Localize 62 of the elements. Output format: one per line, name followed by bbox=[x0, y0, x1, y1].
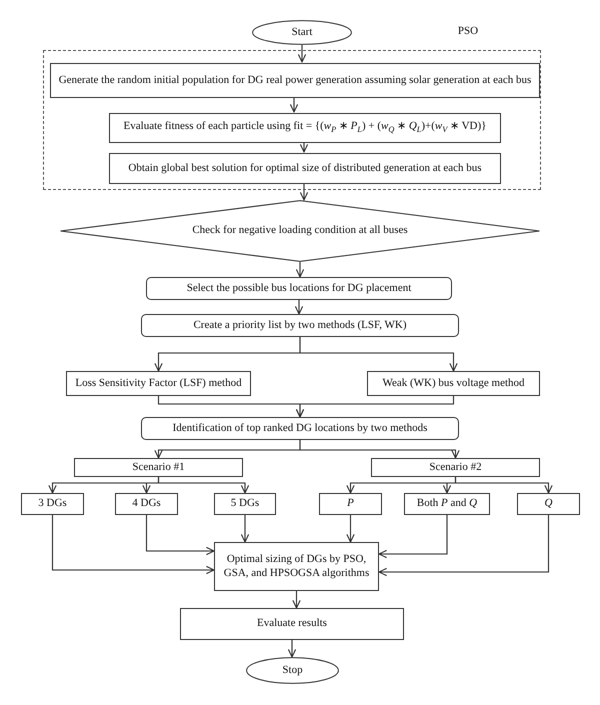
process-box bbox=[141, 417, 459, 440]
node-label: Scenario #1 bbox=[131, 460, 186, 474]
process-box bbox=[371, 458, 540, 477]
process-box bbox=[109, 153, 501, 184]
arrow bbox=[454, 477, 553, 494]
node-label: Evaluate fitness of each particle using fit = {(w$_{P}$ ∗ P$_{L}$) + (w$_{Q}$ ∗ Q$_{L}$)+(w$_{V}$ ∗ VD)} bbox=[122, 120, 488, 136]
arrow bbox=[290, 97, 298, 113]
group-heading: PSO bbox=[456, 25, 480, 39]
process-box bbox=[146, 277, 452, 300]
process-box bbox=[404, 493, 490, 515]
arrow bbox=[300, 142, 308, 153]
arrow bbox=[346, 515, 355, 543]
node-label: 3 DGs bbox=[37, 497, 68, 511]
decision-diamond bbox=[60, 200, 540, 262]
arrow bbox=[296, 396, 454, 418]
process-box bbox=[50, 63, 540, 98]
process-box bbox=[180, 608, 404, 640]
arrow bbox=[288, 640, 296, 658]
arrow bbox=[296, 262, 304, 278]
node-label: Scenario #2 bbox=[428, 460, 483, 474]
process-box bbox=[214, 493, 276, 515]
node-label: Weak (WK) bus voltage method bbox=[381, 376, 526, 390]
process-box bbox=[115, 493, 178, 515]
node-label: Generate the random initial population for DG real power generation assuming solar generation at each bus bbox=[58, 74, 532, 88]
process-box bbox=[21, 493, 84, 515]
process-box bbox=[141, 314, 459, 337]
arrow bbox=[299, 440, 460, 459]
node-label: 4 DGs bbox=[131, 497, 162, 511]
process-box bbox=[319, 493, 382, 515]
node-label: P bbox=[346, 497, 355, 511]
node-label: Obtain global best solution for optimal size of distributed generation at each bus bbox=[127, 162, 483, 176]
process-box bbox=[214, 542, 379, 591]
node-label: Optimal sizing of DGs by PSO, GSA, and HPSOGSA algorithms bbox=[222, 552, 370, 580]
process-box bbox=[109, 113, 501, 143]
arrow bbox=[158, 477, 250, 494]
arrow bbox=[292, 591, 301, 609]
node-label: Select the possible bus locations for DG placement bbox=[186, 282, 412, 296]
arrow bbox=[299, 337, 458, 372]
process-box bbox=[517, 493, 580, 515]
node-label: Loss Sensitivity Factor (LSF) method bbox=[74, 376, 243, 390]
node-label: Evaluate results bbox=[256, 617, 328, 631]
node-label: Q bbox=[544, 497, 554, 511]
node-label: Start bbox=[290, 26, 314, 40]
terminal-ellipse bbox=[246, 657, 339, 684]
arrow bbox=[378, 515, 448, 558]
arrow bbox=[146, 515, 215, 556]
node-label: Stop bbox=[281, 664, 304, 678]
node-label: 5 DGs bbox=[230, 497, 260, 511]
arrow bbox=[300, 183, 308, 201]
process-box bbox=[367, 371, 540, 396]
terminal-ellipse bbox=[252, 20, 352, 45]
arrow bbox=[378, 515, 550, 576]
node-label: Both P and Q bbox=[416, 497, 478, 511]
arrow bbox=[294, 300, 304, 315]
arrow bbox=[52, 515, 215, 574]
node-label: Identification of top ranked DG locations by two methods bbox=[172, 422, 428, 436]
node-label: Check for negative loading condition at all buses bbox=[191, 224, 409, 238]
arrow bbox=[298, 45, 306, 63]
process-box bbox=[74, 458, 243, 477]
arrow bbox=[240, 515, 250, 543]
node-label: Create a priority list by two methods (LSF, WK) bbox=[192, 318, 408, 332]
process-box bbox=[66, 371, 251, 396]
